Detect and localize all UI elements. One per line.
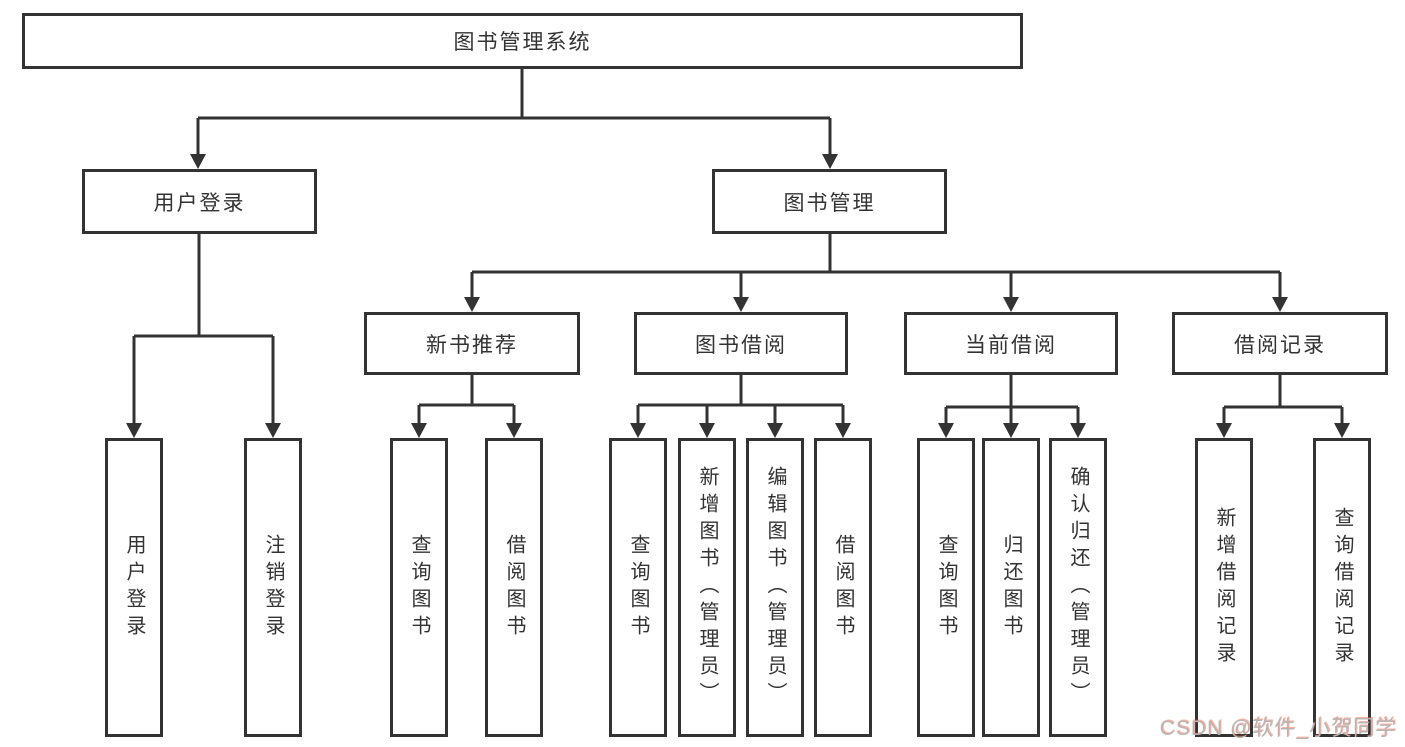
leaf-add-borrow-record: 新增借阅记录 bbox=[1195, 438, 1253, 737]
leaf-label: 用户登录 bbox=[123, 533, 145, 642]
leaf-label: 确认归还（管理员） bbox=[1067, 466, 1089, 709]
leaf-label: 查询图书 bbox=[935, 533, 957, 642]
node-borrow-record: 借阅记录 bbox=[1172, 312, 1388, 375]
arrowheads bbox=[126, 154, 1350, 438]
leaf-label: 新增借阅记录 bbox=[1213, 506, 1235, 669]
leaf-query-book-newbook: 查询图书 bbox=[390, 438, 448, 737]
leaf-add-book-admin: 新增图书（管理员） bbox=[678, 438, 736, 737]
leaf-query-borrow-record: 查询借阅记录 bbox=[1313, 438, 1371, 737]
leaf-label: 借阅图书 bbox=[503, 533, 525, 642]
leaf-user-login: 用户登录 bbox=[105, 438, 163, 737]
leaf-label: 编辑图书（管理员） bbox=[764, 466, 786, 709]
node-root-system: 图书管理系统 bbox=[22, 13, 1023, 69]
csdn-watermark: CSDN @软件_小贺同学 bbox=[1159, 717, 1397, 740]
node-book-management-branch: 图书管理 bbox=[712, 169, 947, 234]
leaf-logout: 注销登录 bbox=[244, 438, 302, 737]
leaf-label: 查询借阅记录 bbox=[1331, 506, 1353, 669]
leaf-borrow-book-newbook: 借阅图书 bbox=[485, 438, 543, 737]
leaf-label: 归还图书 bbox=[1000, 533, 1022, 642]
leaf-query-book-borrow: 查询图书 bbox=[609, 438, 667, 737]
leaf-label: 新增图书（管理员） bbox=[696, 466, 718, 709]
leaf-label: 查询图书 bbox=[408, 533, 430, 642]
leaf-return-book: 归还图书 bbox=[982, 438, 1040, 737]
node-book-borrow: 图书借阅 bbox=[634, 312, 848, 375]
leaf-label: 借阅图书 bbox=[832, 533, 854, 642]
node-new-book-recommend: 新书推荐 bbox=[364, 312, 580, 375]
leaf-edit-book-admin: 编辑图书（管理员） bbox=[746, 438, 804, 737]
leaf-label: 查询图书 bbox=[627, 533, 649, 642]
leaf-query-book-current: 查询图书 bbox=[917, 438, 975, 737]
node-user-login-branch: 用户登录 bbox=[82, 169, 317, 234]
node-current-borrow: 当前借阅 bbox=[904, 312, 1118, 375]
leaf-borrow-book: 借阅图书 bbox=[814, 438, 872, 737]
leaf-label: 注销登录 bbox=[262, 533, 284, 642]
leaf-confirm-return-admin: 确认归还（管理员） bbox=[1049, 438, 1107, 737]
